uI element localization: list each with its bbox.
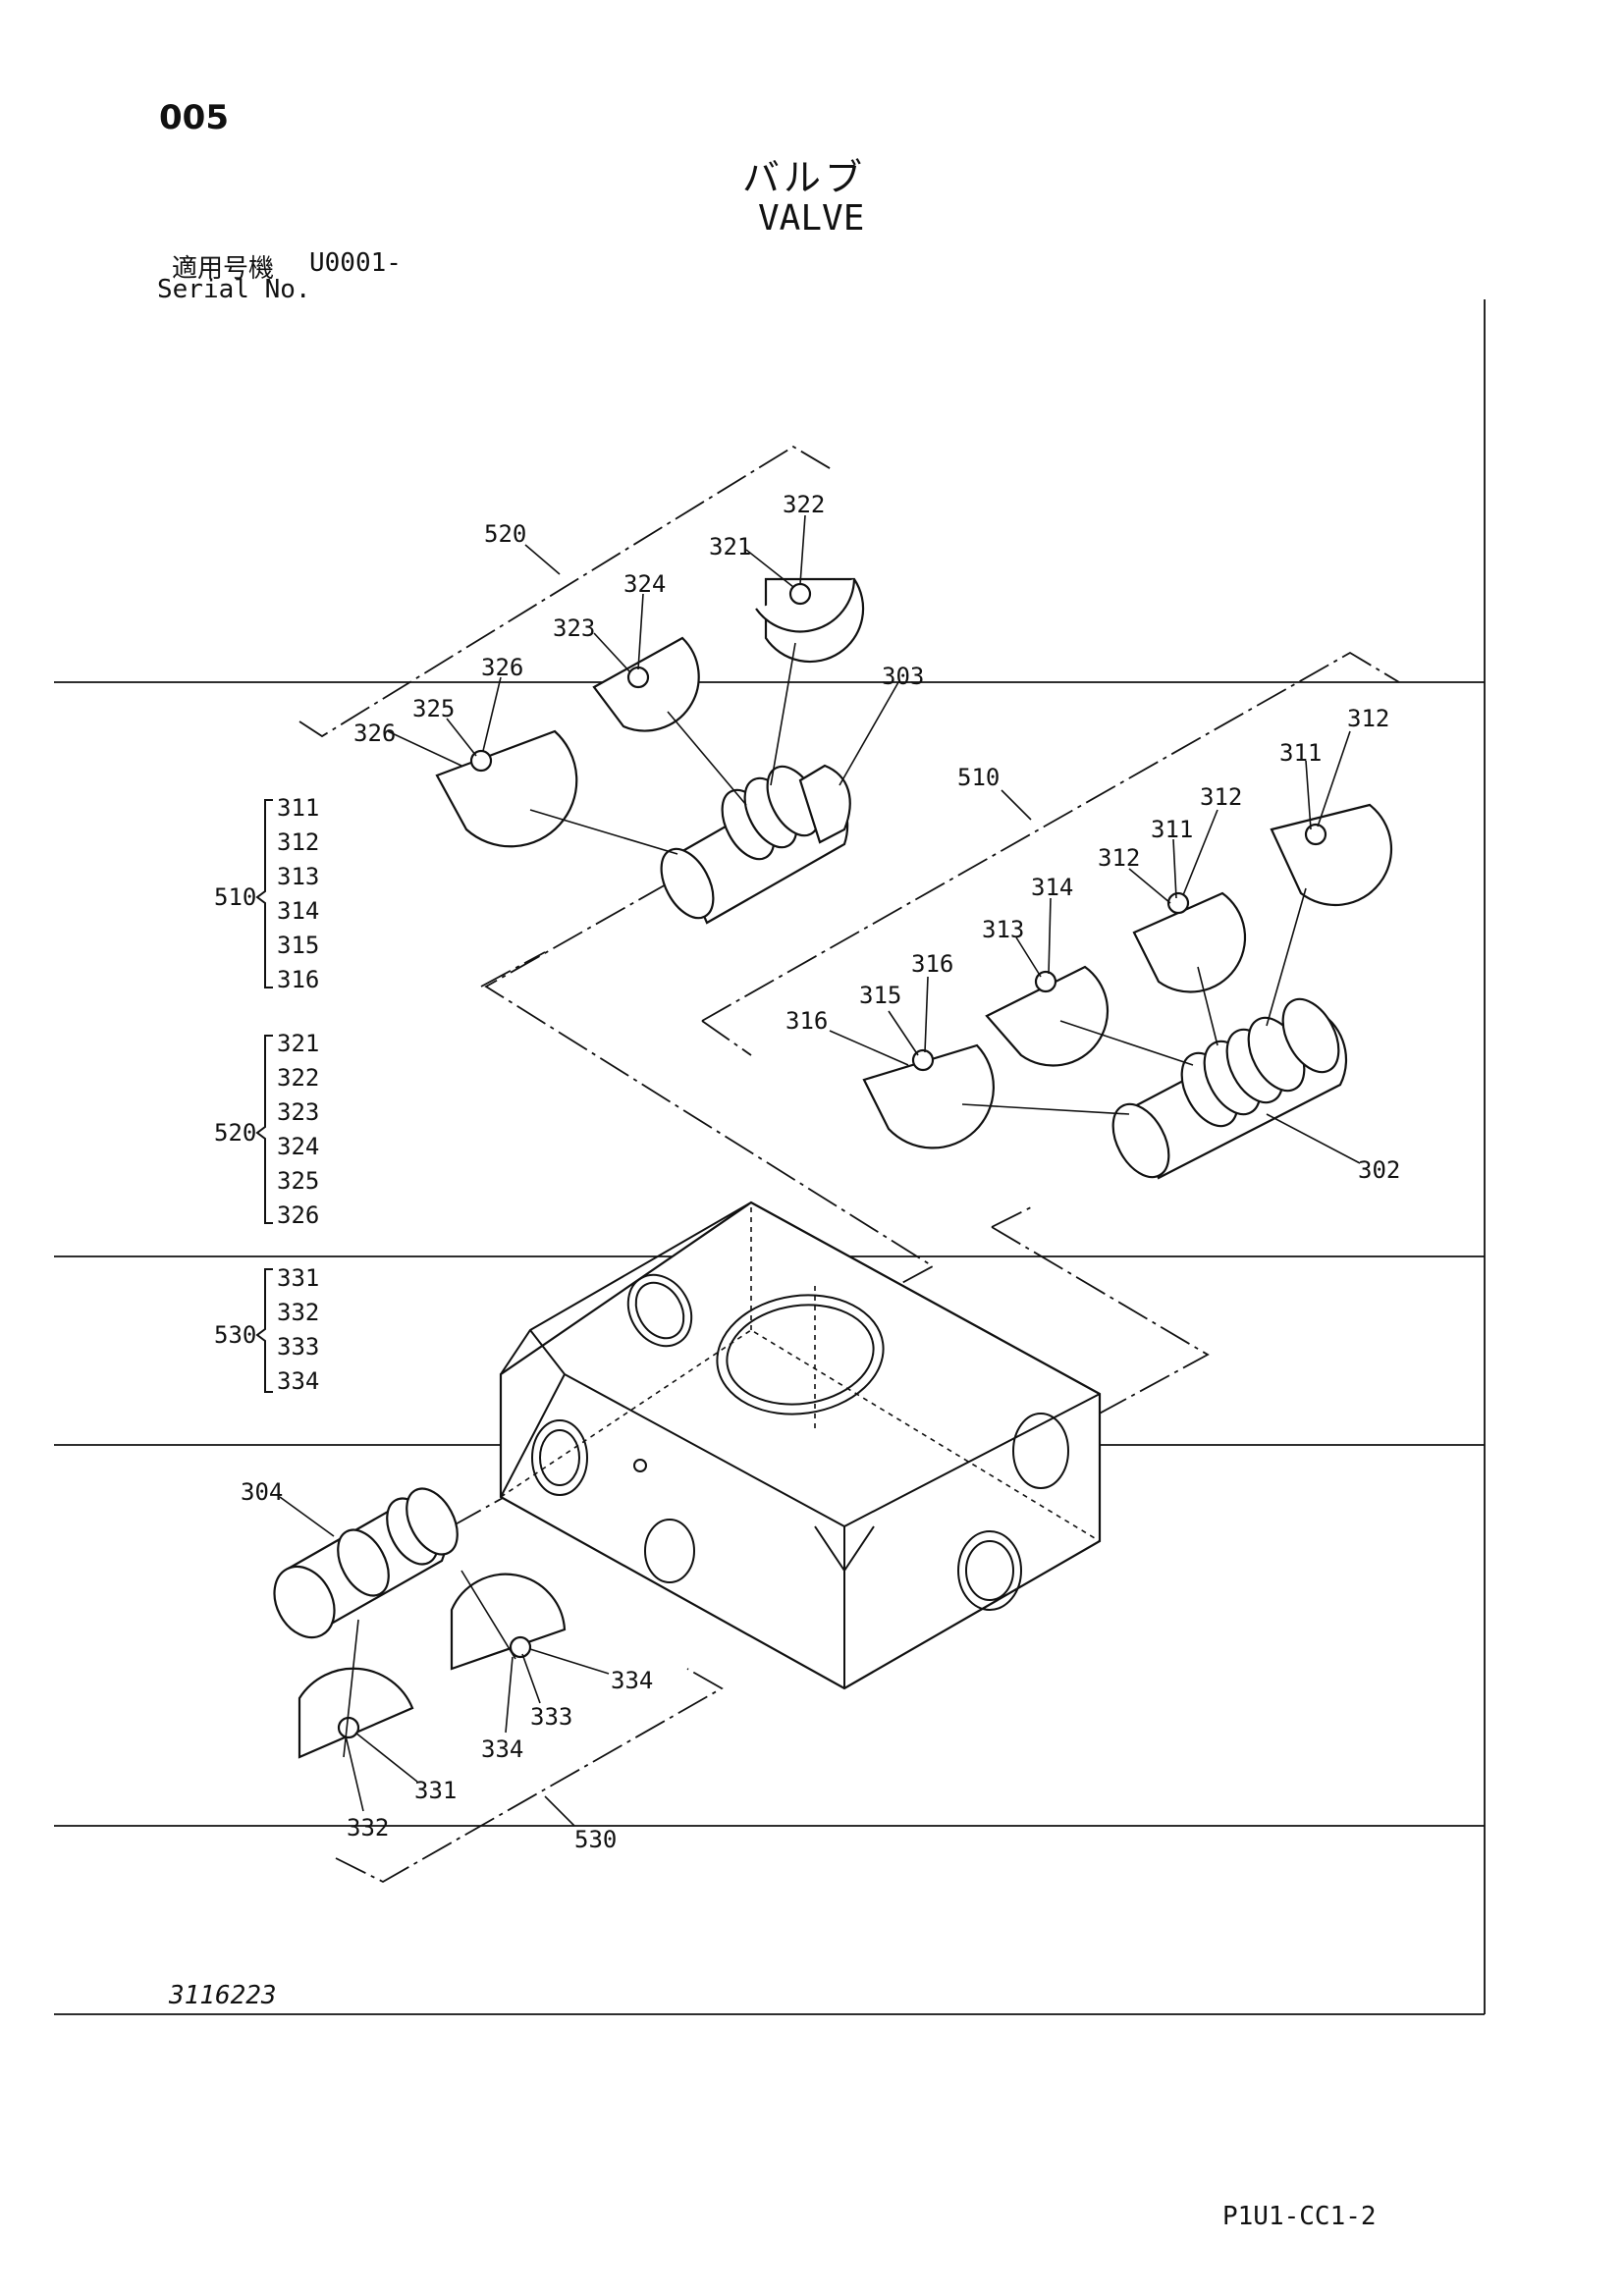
callout-313: 313 [982,916,1024,943]
callout-325: 325 [412,695,455,722]
callout-331: 331 [414,1777,457,1804]
kit-530-part: 331 [277,1264,319,1292]
kit-bracket-510 [255,799,273,988]
callout-312: 312 [1098,844,1140,872]
kit-label-520: 520 [214,1119,256,1147]
callout-312: 312 [1200,783,1242,811]
callout-312: 312 [1347,705,1389,732]
callout-315: 315 [859,982,901,1009]
kit-530-part: 333 [277,1333,319,1361]
callout-304: 304 [241,1478,283,1506]
page-title-english: VALVE [758,198,865,239]
callout-334: 334 [611,1667,653,1694]
callout-333: 333 [530,1703,572,1731]
seal-section-323-324 [592,636,700,732]
callout-303: 303 [882,663,924,690]
kit-530-part: 334 [277,1367,319,1395]
seal-section-331-332 [298,1667,414,1759]
kit-520-part: 322 [277,1064,319,1092]
plug-304 [273,1487,459,1639]
kit-510-part: 313 [277,863,319,890]
callout-322: 322 [783,491,825,518]
callout-510: 510 [957,764,1000,791]
callout-334: 334 [481,1735,523,1763]
kit-510-part: 312 [277,828,319,856]
serial-label-english: Serial No. [157,275,311,304]
kit-list-530: 530 331 332 333 334 [214,1264,319,1395]
kit-label-510: 510 [214,883,256,911]
callout-leaders [279,514,1361,1827]
kit-530-part: 332 [277,1299,319,1326]
kit-510-outline [701,651,1400,1228]
callout-332: 332 [347,1814,389,1842]
callout-324: 324 [623,570,666,598]
plug-302 [1111,997,1348,1180]
kit-list-510: 510 311 312 313 314 315 316 [214,794,319,993]
callout-314: 314 [1031,874,1073,901]
kit-520-outline [298,445,836,988]
frame-lines [54,299,1486,2015]
seal-section-325-326 [435,729,578,848]
callout-321: 321 [709,533,751,561]
kit-list-520: 520 321 322 323 324 325 326 [214,1030,319,1229]
kit-520-part: 321 [277,1030,319,1057]
drawing-number: 3116223 [169,1981,277,2010]
callout-326: 326 [481,654,523,681]
callout-316: 316 [785,1007,828,1035]
kit-510-part: 314 [277,897,319,925]
callout-311: 311 [1279,739,1322,767]
seal-section-311-312a [1270,803,1393,907]
serial-label-japanese: 適用号機 [172,254,275,284]
serial-number-value: U0001- [309,248,402,278]
document-code: P1U1-CC1-2 [1222,2202,1377,2231]
kit-530-outline [335,1668,724,1884]
seal-section-321-322 [755,577,865,664]
kit-510-part: 311 [277,794,319,822]
valve-body [499,1201,1102,1690]
seal-section-315-316 [862,1043,995,1149]
plug-303 [660,764,851,925]
kit-520-part: 323 [277,1098,319,1126]
callout-326: 326 [353,720,396,747]
callout-323: 323 [553,614,595,642]
seal-section-311-312b [1132,891,1247,993]
kit-520-part: 324 [277,1133,319,1160]
seal-section-333-334 [450,1573,567,1671]
seal-section-313-314 [985,965,1110,1067]
page-title-japanese: バルブ [742,156,867,199]
kit-510-part: 316 [277,966,319,993]
callout-316: 316 [911,950,953,978]
kit-520-part: 325 [277,1167,319,1195]
page-number: 005 [159,98,229,137]
callout-302: 302 [1358,1156,1400,1184]
assembly-lines [343,642,1307,1758]
kit-label-530: 530 [214,1321,256,1349]
callout-520: 520 [484,520,526,548]
kit-520-part: 326 [277,1201,319,1229]
kit-bracket-530 [255,1268,273,1393]
callout-530: 530 [574,1826,617,1853]
callout-labels: 520 322 321 324 323 326 325 326 303 312 … [241,491,1400,1853]
kit-510-part: 315 [277,932,319,959]
callout-311: 311 [1151,816,1193,843]
kit-bracket-520 [255,1035,273,1224]
